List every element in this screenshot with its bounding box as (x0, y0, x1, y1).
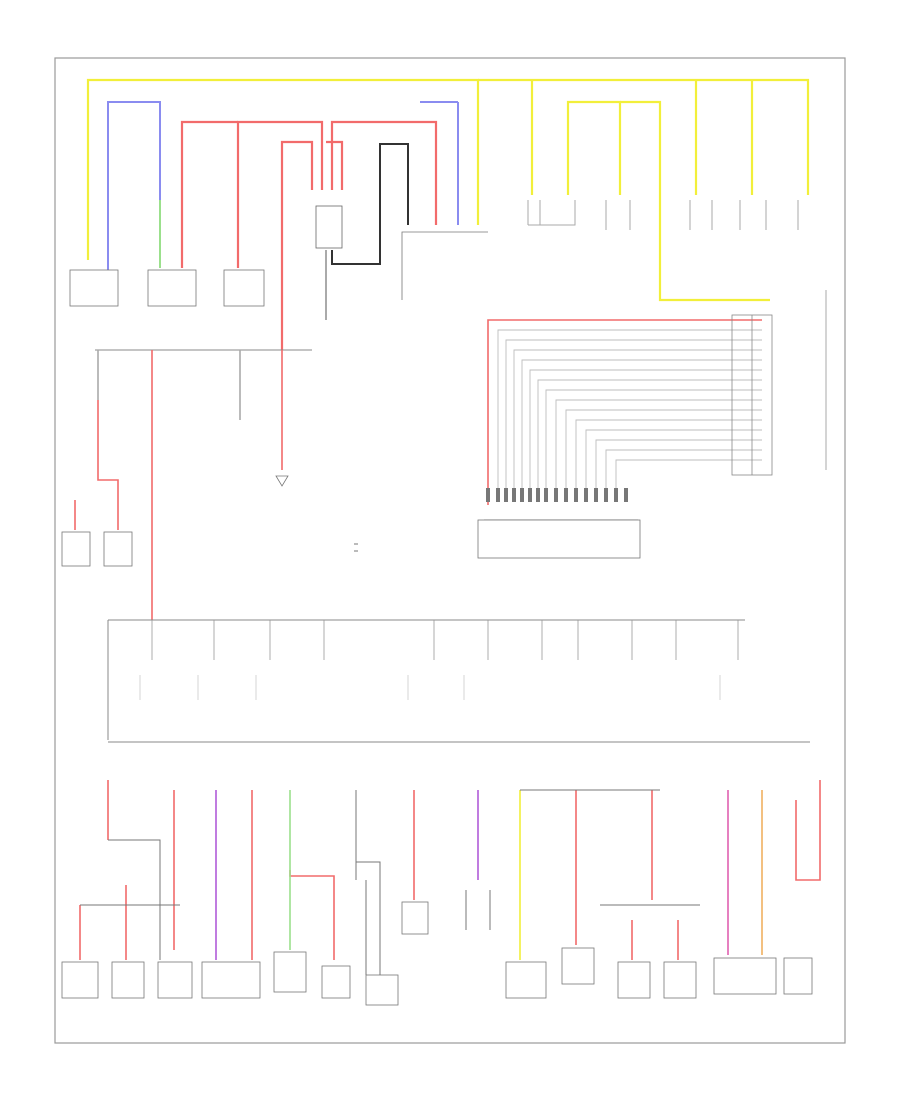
data-bus-wires (497, 329, 762, 490)
top-components (69, 269, 265, 307)
fuse-box-outline (401, 231, 488, 300)
fuse-stubs-middle (139, 675, 721, 700)
lower-components (61, 901, 813, 1006)
fuse-drops-middle (151, 620, 739, 660)
ground-symbol (275, 475, 289, 487)
battery-component (315, 205, 343, 249)
lower-color-wires (215, 790, 763, 960)
diagram-frame (54, 57, 846, 1044)
right-connector (731, 314, 773, 476)
mid-components (61, 531, 133, 567)
connector-pins (486, 488, 628, 502)
top-gray-wires (331, 143, 409, 265)
top-yellow-feed (86, 78, 810, 302)
lower-gray-wires (80, 789, 700, 975)
top-blue-wires (107, 101, 459, 270)
bus-module-box (477, 519, 641, 559)
top-red-wires (180, 120, 438, 350)
fuse-drops-upper (97, 350, 283, 620)
top-right-stubs (527, 200, 827, 470)
red-bus-wire (487, 319, 762, 505)
lower-red-wires (79, 780, 821, 960)
